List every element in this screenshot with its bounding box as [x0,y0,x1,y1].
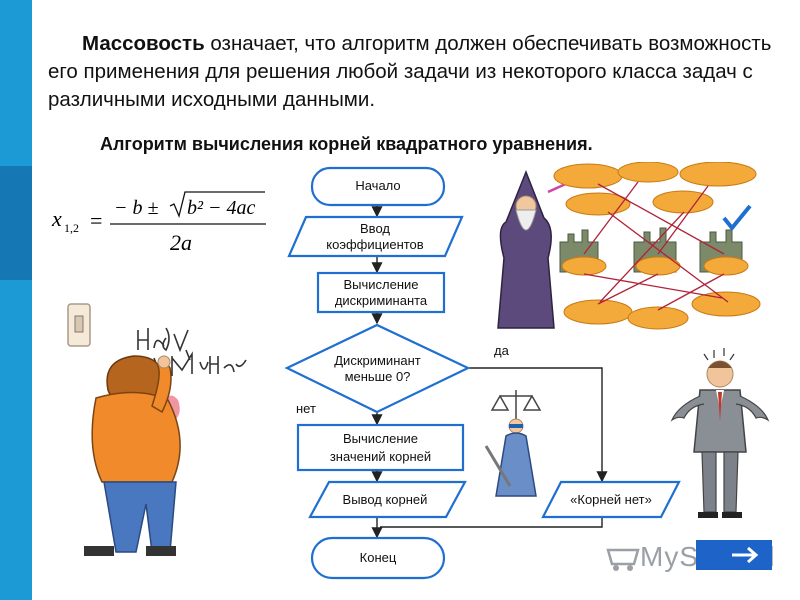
formula-lhs-sub: 1,2 [64,221,79,235]
start-label: Начало [355,178,401,193]
wizard-beard [515,209,537,231]
compute-roots-label-line1: Вычисление [342,431,419,446]
watermark-badge [696,540,772,570]
justice-robe [495,432,537,497]
left-accent-bar-dark [0,166,32,280]
condition-decision [284,323,471,414]
condition-label: Дискриминант меньше 0? [305,353,450,385]
discriminant-label-line2: дискриминанта [334,293,428,308]
discriminant-label: Вычисление дискриминанта [318,277,444,309]
term-bold: Массовость [82,32,205,55]
checkmark-icon [722,204,752,232]
connector-yes-branch [468,367,608,483]
end-label: Конец [359,550,397,565]
badge-arrow-icon [732,546,759,564]
matching-lines [583,181,729,311]
wizard-robe [497,169,555,329]
left-accent-bar [0,0,32,600]
compute-roots-label: Вычисление значений корней [298,430,463,466]
boy-jeans [103,481,177,553]
wizard-game-illustration [497,162,761,330]
no-roots-label: «Корней нет» [570,492,652,507]
condition-label-line1: Дискриминант [334,353,421,368]
output-roots-label: Вывод корней [342,492,428,507]
compute-roots-process [296,423,465,472]
radical-sign [169,191,265,219]
formula-den: 2a [170,230,192,255]
connector-noroots-end [380,517,603,528]
definition-text: означает, что алгоритм должен обеспечива… [48,32,772,111]
justice-illustration [484,390,542,497]
compute-roots-label-line2: значений корней [329,449,432,464]
no-label: нет [296,401,316,416]
formula-radicand: b² − 4ac [187,197,255,219]
quadratic-formula: x 1,2 = − b ± b² − 4ac 2a [51,191,266,255]
start-terminator [310,166,446,207]
myshared-logo-icon [606,548,640,571]
condition-label-line2: меньше 0? [344,369,411,384]
confusion-marks-icon [703,348,735,361]
formula-eq: = [90,208,102,233]
definition-paragraph: Массовость означает, что алгоритм должен… [48,30,778,114]
yes-label: да [494,343,509,358]
discriminant-label-line1: Вычисление [343,277,419,292]
formula-lhs: x [51,206,62,231]
scales-icon [490,390,542,420]
boy-drawing-illustration [67,303,247,556]
discriminant-process [316,271,446,314]
formula-num-start: − b ± [114,197,158,219]
flowchart-title: Алгоритм вычисления корней квадратного у… [100,134,593,154]
input-label-line1: Ввод [360,221,390,236]
input-parallelogram [287,215,464,258]
no-roots-parallelogram [541,480,681,519]
input-label: Ввод коэффициентов [300,221,450,253]
shrugging-man-illustration [670,348,770,518]
sword-icon [484,445,512,487]
boy-shirt [91,391,181,483]
end-terminator [310,536,446,580]
output-roots-parallelogram [308,480,467,519]
input-label-line2: коэффициентов [326,237,424,252]
